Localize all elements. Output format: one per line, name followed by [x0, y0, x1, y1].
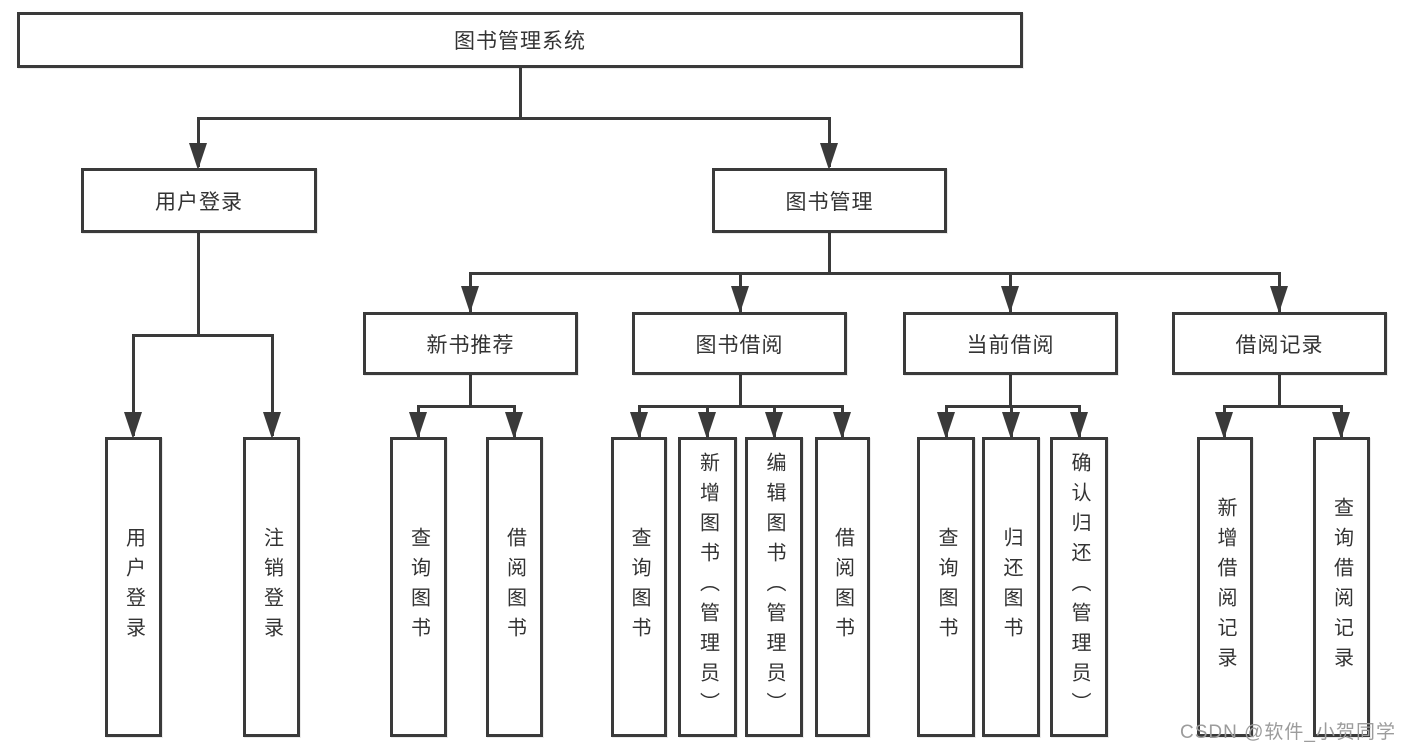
leaf-confirm-return-admin: 确认归还（管理员）	[1050, 437, 1108, 737]
node-book-borrowing-label: 图书借阅	[695, 333, 784, 357]
arrowhead-to-new-book	[461, 286, 479, 313]
node-new-book-recommendation-label: 新书推荐	[426, 333, 515, 357]
node-book-management-label: 图书管理	[785, 190, 874, 214]
leaf-query-books-recommend-label: 查询图书	[407, 527, 430, 647]
node-borrowing-records: 借阅记录	[1172, 312, 1387, 375]
connector-user-login-drop	[197, 117, 200, 167]
connector-root-stem	[519, 68, 522, 119]
node-user-login-label: 用户登录	[155, 190, 243, 214]
connector-root-branch	[198, 117, 830, 120]
csdn-watermark: CSDN @软件_小贺同学	[1180, 722, 1396, 743]
leaf-edit-books-admin-label: 编辑图书（管理员）	[763, 452, 785, 722]
arrowhead-br-leaf2	[1332, 412, 1350, 439]
connector-new-book-branch	[417, 405, 516, 408]
connector-borrowing-records-stem	[1278, 375, 1281, 407]
leaf-query-books-current: 查询图书	[917, 437, 975, 737]
leaf-add-borrow-record-label: 新增借阅记录	[1214, 497, 1236, 677]
connector-new-book-stem	[469, 375, 472, 407]
leaf-return-books-label: 归还图书	[1000, 527, 1022, 647]
leaf-return-books: 归还图书	[982, 437, 1040, 737]
node-borrowing-records-label: 借阅记录	[1235, 333, 1324, 357]
arrowhead-cb-leaf1	[937, 412, 955, 439]
node-new-book-recommendation: 新书推荐	[363, 312, 578, 375]
arrowhead-to-current-borrowing	[1001, 286, 1019, 313]
arrowhead-nb-leaf2	[505, 412, 523, 439]
node-user-login: 用户登录	[81, 168, 317, 233]
leaf-add-books-admin: 新增图书（管理员）	[678, 437, 737, 737]
leaf-query-borrow-record: 查询借阅记录	[1313, 437, 1370, 737]
arrowhead-bb-leaf1	[630, 412, 648, 439]
connector-current-borrowing-stem	[1009, 375, 1012, 407]
leaf-logout-login-label: 注销登录	[260, 527, 283, 647]
arrowhead-to-leaf-logout	[263, 412, 281, 439]
leaf-query-books-recommend: 查询图书	[390, 437, 447, 737]
leaf-borrow-books-label: 借阅图书	[831, 527, 854, 647]
connector-book-borrowing-group-branch	[638, 405, 844, 408]
leaf-borrow-books: 借阅图书	[815, 437, 870, 737]
connector-user-login-branch	[132, 334, 273, 337]
arrowhead-bb-leaf3	[765, 412, 783, 439]
leaf-query-borrow-record-label: 查询借阅记录	[1330, 497, 1353, 677]
connector-user-login-stem	[197, 233, 200, 336]
leaf-confirm-return-admin-label: 确认归还（管理员）	[1068, 452, 1090, 722]
connector-book-management-branch	[469, 272, 1281, 275]
arrowhead-to-book-borrowing	[731, 286, 749, 313]
node-library-system-label: 图书管理系统	[454, 30, 586, 53]
node-current-borrowing: 当前借阅	[903, 312, 1118, 375]
arrowhead-bb-leaf2	[698, 412, 716, 439]
connector-book-management-drop	[828, 117, 831, 167]
arrowhead-bb-leaf4	[833, 412, 851, 439]
arrowhead-to-user-login	[189, 143, 207, 170]
leaf-borrow-books-recommend: 借阅图书	[486, 437, 543, 737]
node-current-borrowing-label: 当前借阅	[966, 333, 1055, 357]
connector-book-management-stem	[828, 233, 831, 274]
node-book-management: 图书管理	[712, 168, 947, 233]
leaf-user-login-label: 用户登录	[122, 527, 145, 647]
leaf-edit-books-admin: 编辑图书（管理员）	[745, 437, 803, 737]
connector-leaf-user-login-drop	[132, 334, 135, 436]
leaf-logout-login: 注销登录	[243, 437, 300, 737]
node-library-system: 图书管理系统	[17, 12, 1023, 68]
arrowhead-to-leaf-user-login	[124, 412, 142, 439]
arrowhead-to-borrowing-records	[1270, 286, 1288, 313]
arrowhead-cb-leaf3	[1070, 412, 1088, 439]
connector-leaf-logout-drop	[271, 334, 274, 436]
arrowhead-br-leaf1	[1215, 412, 1233, 439]
arrowhead-cb-leaf2	[1002, 412, 1020, 439]
leaf-query-books-borrowing: 查询图书	[611, 437, 667, 737]
leaf-add-borrow-record: 新增借阅记录	[1197, 437, 1253, 737]
arrowhead-nb-leaf1	[409, 412, 427, 439]
connector-book-borrowing-stem	[739, 375, 742, 407]
connector-borrowing-records-group-branch	[1223, 405, 1342, 408]
leaf-query-books-borrowing-label: 查询图书	[628, 527, 650, 647]
leaf-borrow-books-recommend-label: 借阅图书	[503, 527, 526, 647]
arrowhead-to-book-management	[820, 143, 838, 170]
node-book-borrowing: 图书借阅	[632, 312, 847, 375]
leaf-user-login: 用户登录	[105, 437, 162, 737]
leaf-query-books-current-label: 查询图书	[935, 527, 957, 647]
leaf-add-books-admin-label: 新增图书（管理员）	[696, 452, 719, 722]
